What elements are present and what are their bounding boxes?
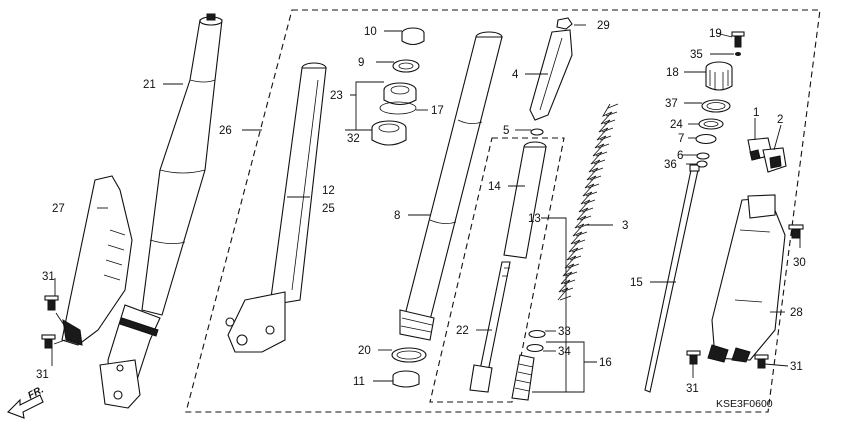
washer-9[interactable] bbox=[392, 59, 420, 73]
bolt-31-left-lower[interactable] bbox=[41, 334, 56, 349]
washer-33[interactable] bbox=[528, 329, 546, 339]
callout-29[interactable]: 29 bbox=[597, 20, 610, 32]
callout-12[interactable]: 12 bbox=[322, 185, 335, 197]
direction-label: FR. bbox=[26, 384, 45, 401]
cartridge-subassembly-frame bbox=[429, 137, 565, 403]
oil-seal-32[interactable] bbox=[371, 120, 407, 146]
fork-bolt-18[interactable] bbox=[705, 61, 733, 91]
callout-37[interactable]: 37 bbox=[665, 98, 678, 110]
callout-9[interactable]: 9 bbox=[358, 57, 364, 69]
callout-32[interactable]: 32 bbox=[347, 133, 360, 145]
dust-seal-23[interactable] bbox=[383, 82, 417, 106]
callout-20[interactable]: 20 bbox=[358, 345, 371, 357]
callout-14[interactable]: 14 bbox=[488, 181, 501, 193]
callout-8[interactable]: 8 bbox=[394, 210, 400, 222]
callout-13[interactable]: 13 bbox=[528, 213, 541, 225]
o-ring-37[interactable] bbox=[701, 99, 731, 113]
callout-7[interactable]: 7 bbox=[678, 133, 684, 145]
fork-assembly-frame bbox=[185, 9, 821, 413]
leader-lines bbox=[51, 24, 801, 393]
bracket-2[interactable] bbox=[762, 147, 787, 173]
callout-25[interactable]: 25 bbox=[322, 203, 335, 215]
callout-15[interactable]: 15 bbox=[630, 277, 643, 289]
callout-labels: 1 2 3 4 5 6 7 8 9 10 11 12 13 14 15 16 1… bbox=[36, 20, 806, 395]
oil-seal-10[interactable] bbox=[401, 27, 425, 46]
ring-6[interactable] bbox=[696, 152, 710, 160]
clip-17[interactable] bbox=[379, 101, 417, 115]
callout-5[interactable]: 5 bbox=[503, 125, 509, 137]
callout-10[interactable]: 10 bbox=[364, 26, 377, 38]
callout-35[interactable]: 35 bbox=[690, 49, 703, 61]
piston-14[interactable] bbox=[503, 141, 547, 259]
callout-28[interactable]: 28 bbox=[790, 307, 803, 319]
inner-tube-left[interactable] bbox=[99, 304, 161, 409]
fork-guard-right[interactable] bbox=[707, 194, 786, 363]
callout-24[interactable]: 24 bbox=[670, 119, 683, 131]
callout-21[interactable]: 21 bbox=[143, 79, 156, 91]
washer-34[interactable] bbox=[526, 343, 544, 353]
diagram-code: KSE3F0600 bbox=[716, 398, 773, 410]
callout-31-left-upper[interactable]: 31 bbox=[42, 271, 55, 283]
bolt-31-right-b[interactable] bbox=[754, 354, 769, 369]
callout-31-left-lower[interactable]: 31 bbox=[36, 369, 49, 381]
damper-rod-15[interactable] bbox=[644, 164, 700, 393]
rod-22[interactable] bbox=[469, 261, 511, 393]
callout-6[interactable]: 6 bbox=[677, 150, 683, 162]
o-ring-24[interactable] bbox=[698, 118, 724, 130]
callout-11[interactable]: 11 bbox=[353, 376, 365, 388]
nut-36[interactable] bbox=[696, 160, 708, 168]
ring-20[interactable] bbox=[391, 347, 427, 363]
bump-rubber-16[interactable] bbox=[511, 354, 535, 401]
callout-18[interactable]: 18 bbox=[666, 67, 679, 79]
callout-34[interactable]: 34 bbox=[558, 346, 571, 358]
callout-31-right-b[interactable]: 31 bbox=[790, 361, 803, 373]
callout-26[interactable]: 26 bbox=[219, 125, 232, 137]
washer-35[interactable] bbox=[735, 52, 741, 56]
callout-2[interactable]: 2 bbox=[777, 114, 783, 126]
slide-bushing-11[interactable] bbox=[392, 370, 420, 388]
bolt-30[interactable] bbox=[788, 224, 804, 239]
front-direction-arrow-icon bbox=[7, 394, 44, 419]
callout-36[interactable]: 36 bbox=[664, 159, 677, 171]
washer-7[interactable] bbox=[695, 133, 717, 145]
bolt-31-left-upper[interactable] bbox=[44, 295, 59, 311]
callout-22[interactable]: 22 bbox=[456, 325, 469, 337]
callout-17[interactable]: 17 bbox=[431, 105, 444, 117]
callout-4[interactable]: 4 bbox=[512, 69, 519, 81]
fork-spring-3[interactable] bbox=[557, 103, 619, 301]
bolt-31-right-a[interactable] bbox=[686, 350, 701, 365]
callout-31-right-a[interactable]: 31 bbox=[686, 383, 699, 395]
outer-tube-left[interactable] bbox=[141, 13, 223, 316]
washer-5[interactable] bbox=[530, 128, 544, 136]
callout-3[interactable]: 3 bbox=[622, 220, 628, 232]
fork-guard-left[interactable] bbox=[61, 175, 133, 346]
callout-23[interactable]: 23 bbox=[330, 90, 343, 102]
callout-27[interactable]: 27 bbox=[52, 203, 65, 215]
spring-guide-4[interactable] bbox=[529, 29, 573, 121]
callout-1[interactable]: 1 bbox=[753, 107, 759, 119]
callout-16[interactable]: 16 bbox=[599, 357, 612, 369]
nut-29[interactable] bbox=[556, 17, 573, 30]
callout-33[interactable]: 33 bbox=[558, 326, 571, 338]
callout-30[interactable]: 30 bbox=[793, 257, 806, 269]
screw-19[interactable] bbox=[731, 31, 745, 48]
slider-pipe[interactable] bbox=[225, 62, 327, 353]
callout-19[interactable]: 19 bbox=[709, 28, 722, 40]
inner-tube-8[interactable] bbox=[399, 31, 503, 341]
